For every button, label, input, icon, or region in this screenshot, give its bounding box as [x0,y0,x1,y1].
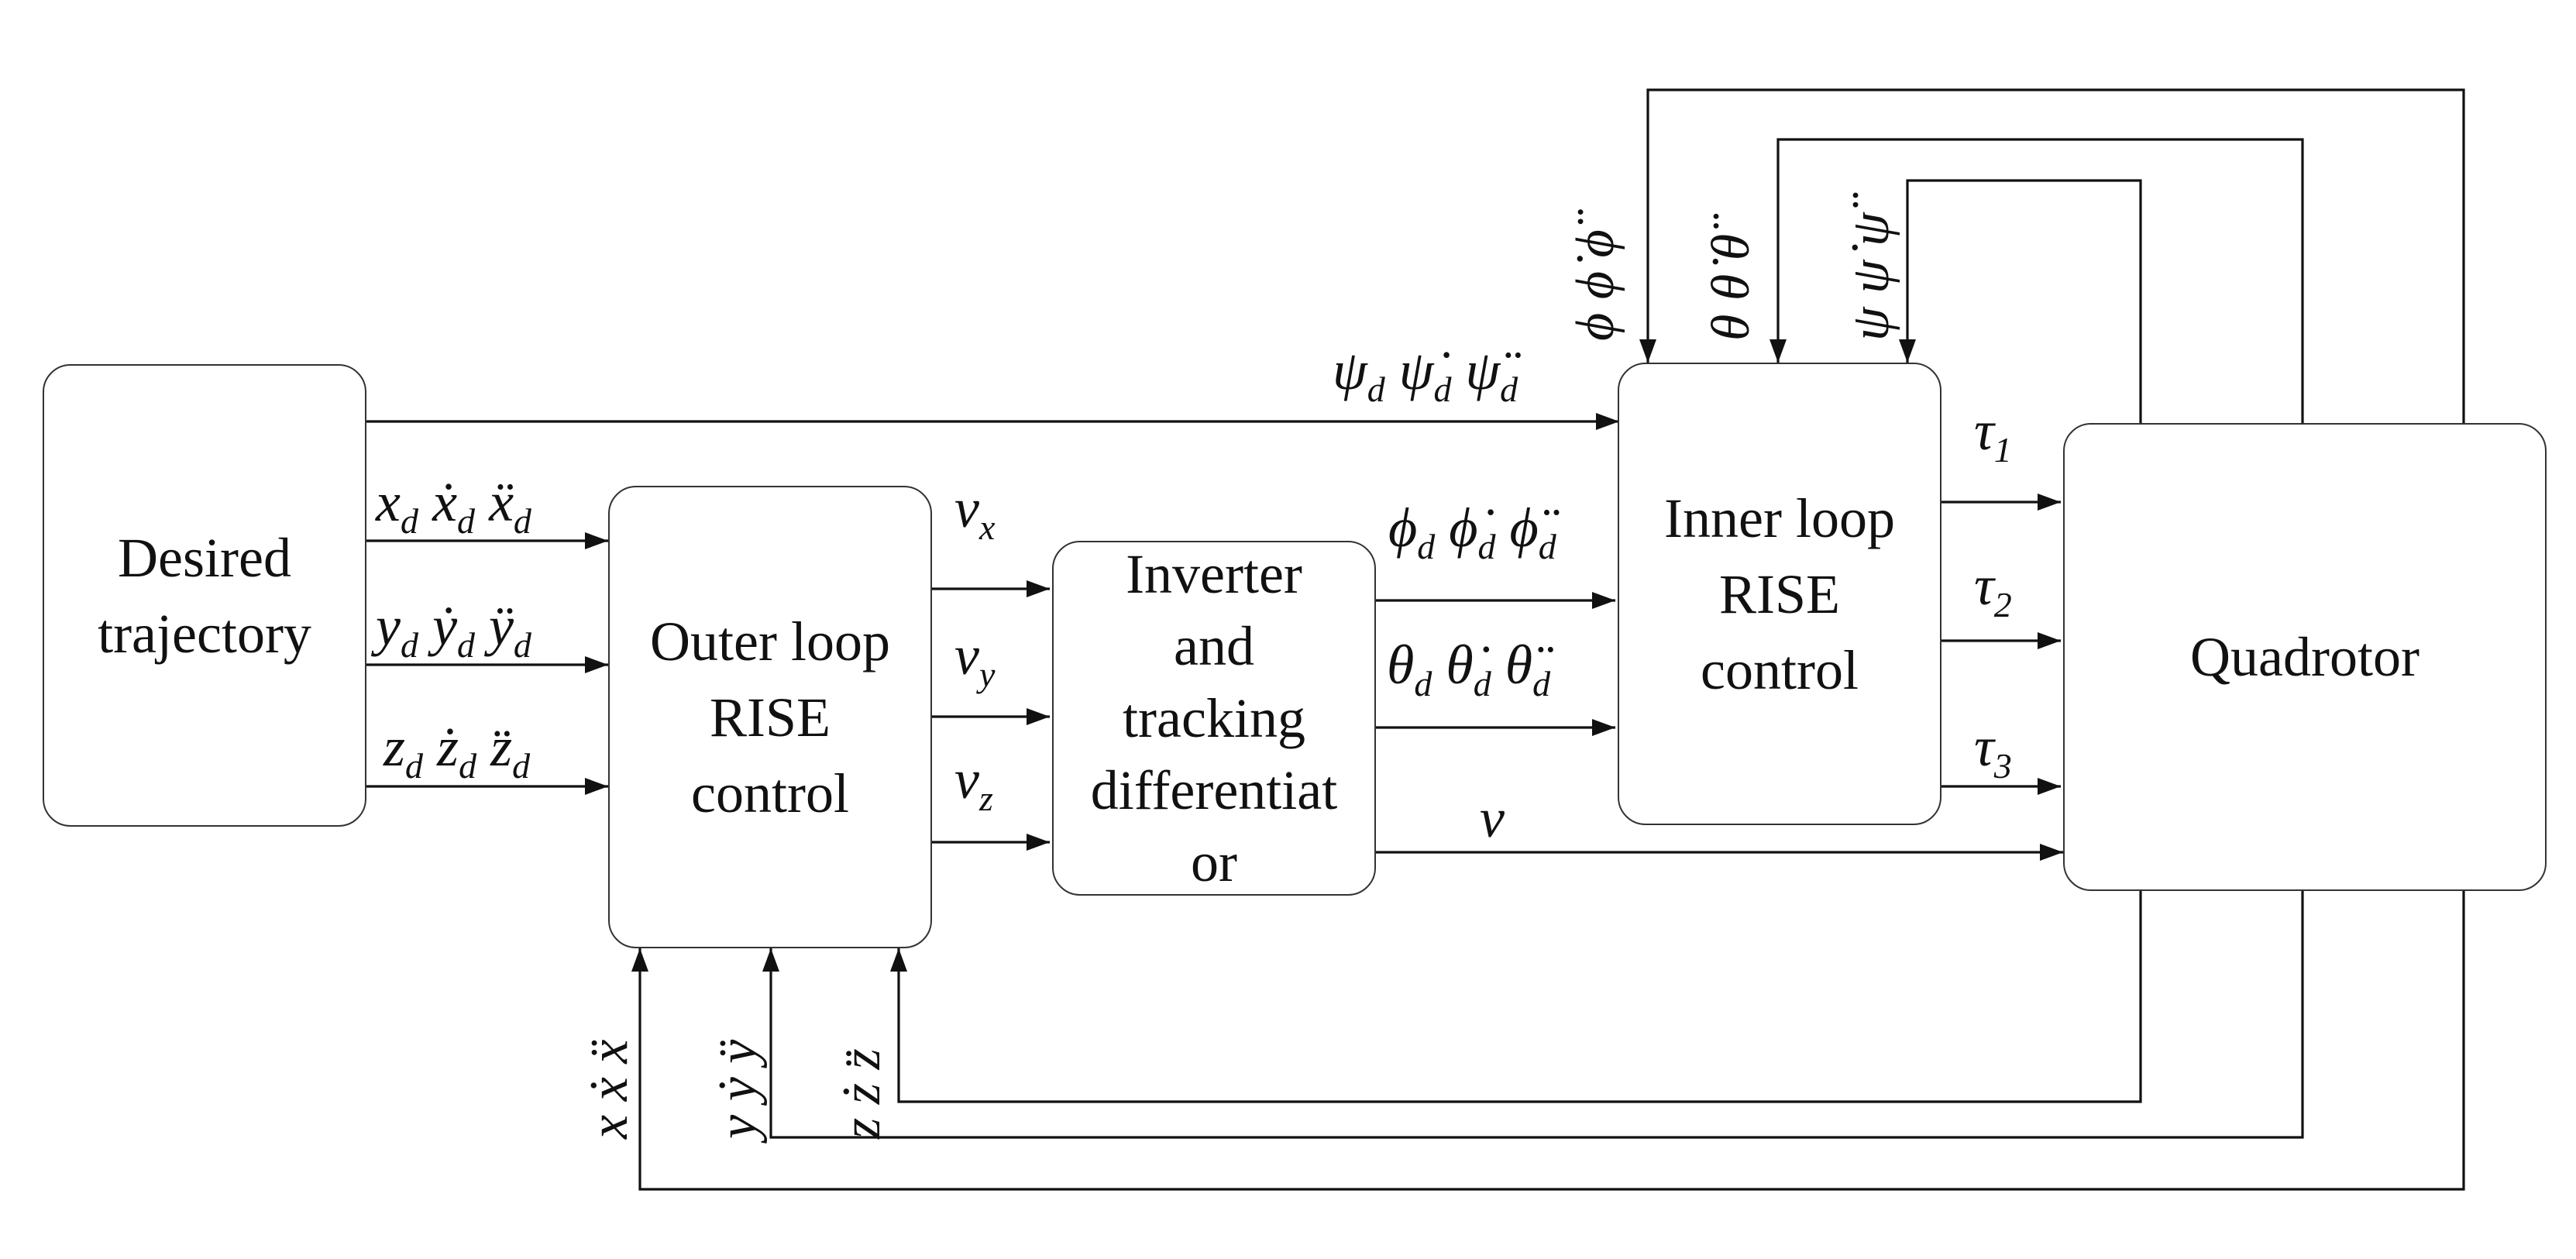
label-fb-y: y ẏ ÿ [708,1039,768,1139]
block-text: differentiat [1090,758,1338,821]
arrow-fb-z [890,948,907,972]
block-text: Outer loop [650,610,890,672]
label-x-d: xd ẋd ẍd [376,471,531,541]
label-psi-d: ψd ψ̇d ψ̈d [1333,339,1518,409]
label-fb-psi: ψ ψ̇ ψ̈ [1841,212,1900,341]
arrow-z-d [585,778,608,795]
arrow-fb-x [631,948,648,972]
block-text: Quadrotor [2190,626,2420,688]
quadrotor-block: Quadrotor [2063,423,2547,891]
block-text: Desired [118,526,291,589]
arrow-v-x [1027,580,1050,597]
block-text: RISE [1718,562,1841,625]
label-fb-phi: ϕ ϕ̇ ϕ̈ [1566,229,1625,341]
block-text: Inverter [1126,542,1302,605]
desired-trajectory-block: Desired trajectory [43,364,366,827]
arrow-tau-1 [2038,494,2061,511]
label-tau-3: τ3 [1974,716,2012,786]
arrow-fb-theta [1769,339,1787,363]
label-y-d: yd ẏd ÿd [376,595,531,665]
arrow-v [2040,844,2063,861]
arrow-fb-y [762,948,779,972]
label-fb-x: x ẋ ẍ [580,1039,639,1139]
label-tau-1: τ1 [1974,400,2012,470]
arrow-y-d [585,656,608,673]
arrowheads [585,339,2063,972]
inner-loop-block: Inner loop RISE control [1618,363,1941,825]
wire-fb-theta [1776,138,2304,423]
block-text: and [1174,614,1254,677]
label-z-d: zd żd z̈d [383,716,531,786]
label-fb-z: z ż z̈ [832,1048,892,1139]
wire-group [364,88,2465,1191]
block-text: tracking [1123,686,1305,749]
label-v-z: vz [954,748,993,818]
label-v: v [1480,787,1505,849]
wire-fb-z [897,891,2142,1103]
arrow-psi-d [1596,413,1619,430]
block-text: RISE [709,686,831,748]
label-theta-d: θd θ̇d θ̈d [1387,634,1551,703]
label-phi-d: ϕd ϕ̇d ϕ̈d [1388,497,1556,566]
wire-fb-x [638,891,2465,1191]
wire-fb-psi [1906,179,2142,423]
wire-fb-y [769,891,2304,1139]
label-v-y: vy [954,624,996,694]
block-text: trajectory [98,602,311,665]
block-text: control [691,762,849,824]
arrow-tau-3 [2038,778,2061,795]
block-text: Inner loop [1664,487,1895,549]
arrow-phi-d [1592,592,1615,609]
wire-fb-phi [1646,88,2465,423]
arrow-tau-2 [2038,632,2061,649]
block-text: control [1701,638,1859,701]
inverter-block: Inverter and tracking differentiat or [1052,541,1376,896]
arrow-v-y [1027,708,1050,725]
label-tau-2: τ2 [1974,555,2012,624]
arrow-theta-d [1592,719,1615,736]
outer-loop-block: Outer loop RISE control [608,486,932,948]
arrow-fb-phi [1639,339,1656,363]
arrow-fb-psi [1899,339,1916,363]
label-v-x: vx [954,477,996,547]
label-fb-theta: θ θ̇ θ̈ [1701,233,1761,341]
block-text: or [1191,831,1237,893]
arrow-v-z [1027,834,1050,851]
arrow-x-d [585,532,608,549]
